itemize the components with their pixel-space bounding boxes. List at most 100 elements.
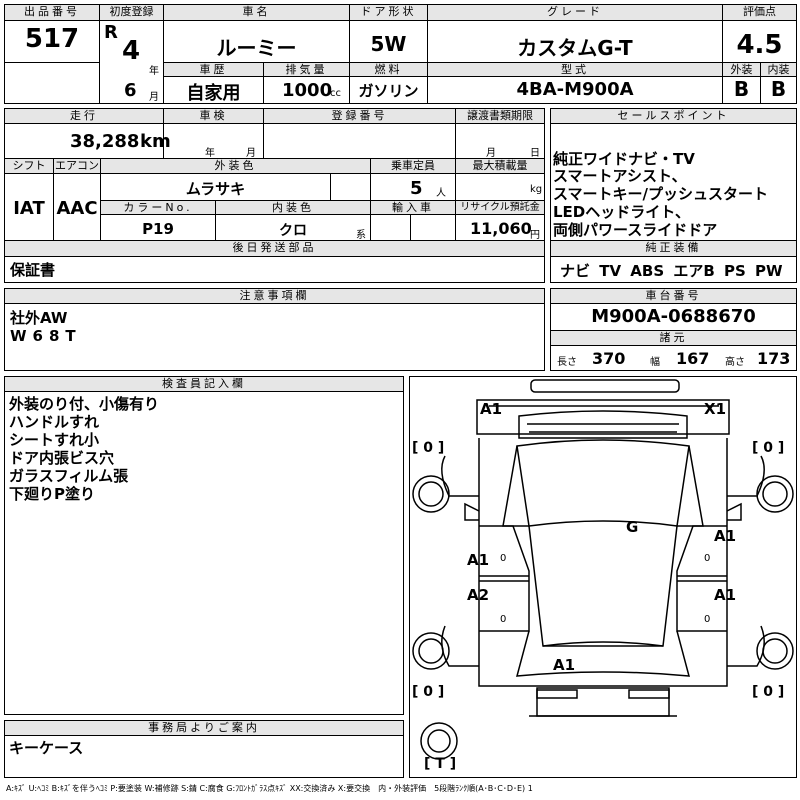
mileage-value: 38,288: [70, 131, 140, 152]
month-unit: 月: [149, 92, 159, 103]
grade-value: カスタムG-T: [517, 36, 633, 60]
standard-equip-header: 純正装備: [551, 241, 796, 256]
sales-point-2: スマートアシスト、: [553, 167, 687, 185]
exterior-value: B: [733, 77, 750, 101]
dims-header: 諸元: [551, 331, 796, 345]
month-value: 6: [124, 80, 137, 101]
inspector-line-3: シートすれ小: [9, 431, 100, 449]
era-value: R: [104, 22, 118, 43]
recycle-value: 11,060: [470, 219, 532, 238]
inspection-month-unit: 月: [246, 148, 256, 159]
aircon-header: エアコン: [54, 159, 100, 173]
spare-tire: [ T ]: [424, 756, 457, 772]
shift-header: シフト: [5, 159, 53, 173]
transfer-doc-header: 譲渡書類期限: [456, 109, 544, 123]
inspector-line-1: 外装のり付、小傷有り: [9, 395, 160, 413]
door-rear-right-mark: 0: [704, 614, 711, 625]
top-info-table: [4, 4, 797, 104]
door-rear-left-damage: A2: [467, 586, 490, 604]
sales-point-4: LEDヘッドライト、: [553, 203, 690, 221]
color-no-header: カラーNo.: [101, 201, 215, 214]
score-header: 評価点: [723, 5, 796, 20]
grade-header: グレード: [428, 5, 722, 20]
mileage-header: 走行: [5, 109, 163, 123]
later-items-value: 保証書: [10, 261, 56, 279]
max-load-header: 最大積載量: [456, 159, 544, 173]
tire-rear-right: [ 0 ]: [752, 684, 785, 700]
exterior-header: 外装: [723, 63, 760, 76]
door-rear-right-damage: A1: [714, 586, 737, 604]
model-code-value: 4BA-M900A: [516, 79, 634, 100]
chassis-no-value: M900A-0688670: [591, 306, 756, 327]
office-notes-value: キーケース: [9, 739, 84, 757]
legend-text: A:ｷｽﾞ U:ﾍｺﾐ B:ｷｽﾞを伴うﾍｺﾐ P:要塗装 W:補修跡 S:錆 …: [6, 784, 533, 793]
model-name-header: 車名: [164, 5, 349, 20]
later-items-header: 後日発送部品: [5, 241, 544, 256]
inspector-line-6: 下廻りP塗り: [9, 485, 95, 503]
fuel-value: ガソリン: [358, 82, 419, 100]
length-value: 370: [592, 349, 626, 368]
int-color-header: 内装色: [216, 201, 370, 214]
office-notes-box: [4, 720, 404, 778]
transfer-month-unit: 月: [486, 148, 496, 159]
displacement-value: 1000: [282, 80, 333, 101]
displacement-header: 排気量: [264, 63, 349, 76]
score-value: 4.5: [736, 30, 783, 60]
car-body-diagram: [412, 379, 794, 760]
fuel-header: 燃料: [350, 63, 427, 76]
lot-no-header: 出品番号: [5, 5, 99, 20]
lot-no-value: 517: [24, 24, 80, 54]
year-value: 4: [122, 36, 141, 66]
chassis-no-header: 車台番号: [551, 289, 796, 303]
note-line-2: W68T: [10, 327, 82, 345]
sales-point-3: スマートキー/プッシュスタート: [553, 185, 769, 203]
inspector-notes-header: 検査員記入欄: [5, 377, 403, 391]
year-unit: 年: [149, 66, 159, 77]
thread-unit: 系: [356, 230, 366, 241]
import-header: 輸入車: [371, 201, 455, 214]
front-right-damage: X1: [704, 400, 727, 418]
door-front-left-mark: 0: [500, 553, 507, 564]
door-type-header: ドア形状: [350, 5, 427, 20]
people-unit: 人: [436, 188, 446, 199]
height-label: 高さ: [725, 357, 745, 368]
length-label: 長さ: [557, 357, 577, 368]
chassis-box: [550, 288, 797, 371]
model-name-value: ルーミー: [216, 36, 297, 60]
notes-box: [4, 288, 545, 371]
history-value: 自家用: [186, 83, 241, 104]
inspection-header: 車検: [164, 109, 263, 123]
sales-point-1: 純正ワイドナビ・TV: [553, 150, 695, 168]
damage-diagram-box: [409, 376, 797, 778]
note-line-1: 社外AW: [10, 309, 68, 327]
shift-value: IAT: [13, 198, 45, 219]
door-front-left-damage: A1: [467, 551, 490, 569]
sales-points-box: [550, 108, 797, 283]
notes-header: 注意事項欄: [5, 289, 544, 303]
recycle-header: リサイクル預託金: [456, 201, 544, 214]
history-header: 車歴: [164, 63, 263, 76]
sales-point-5: 両側パワースライドドア: [553, 221, 718, 239]
transfer-day-unit: 日: [530, 148, 540, 159]
yen-unit: 円: [530, 230, 540, 241]
ext-color-value: ムラサキ: [185, 180, 246, 198]
tire-front-left: [ 0 ]: [412, 440, 445, 456]
office-notes-header: 事務局よりご案内: [5, 721, 403, 735]
width-value: 167: [676, 349, 710, 368]
km-unit: km: [140, 131, 171, 152]
door-front-right-mark: 0: [704, 553, 711, 564]
inspector-line-4: ドア内張ビス穴: [9, 449, 115, 467]
windshield-damage: G: [626, 518, 639, 536]
cc-unit: cc: [330, 88, 341, 99]
kg-unit: kg: [530, 184, 543, 195]
model-code-header: 型式: [428, 63, 722, 76]
capacity-header: 乗車定員: [371, 159, 455, 173]
aircon-value: AAC: [56, 198, 98, 219]
front-left-damage: A1: [480, 400, 503, 418]
interior-value: B: [770, 77, 787, 101]
standard-equip-value: ナビ TV ABS エアB PS PW: [560, 262, 783, 280]
inspector-notes-box: [4, 376, 404, 715]
width-label: 幅: [650, 357, 660, 368]
height-value: 173: [757, 349, 791, 368]
door-front-right-damage: A1: [714, 527, 737, 545]
